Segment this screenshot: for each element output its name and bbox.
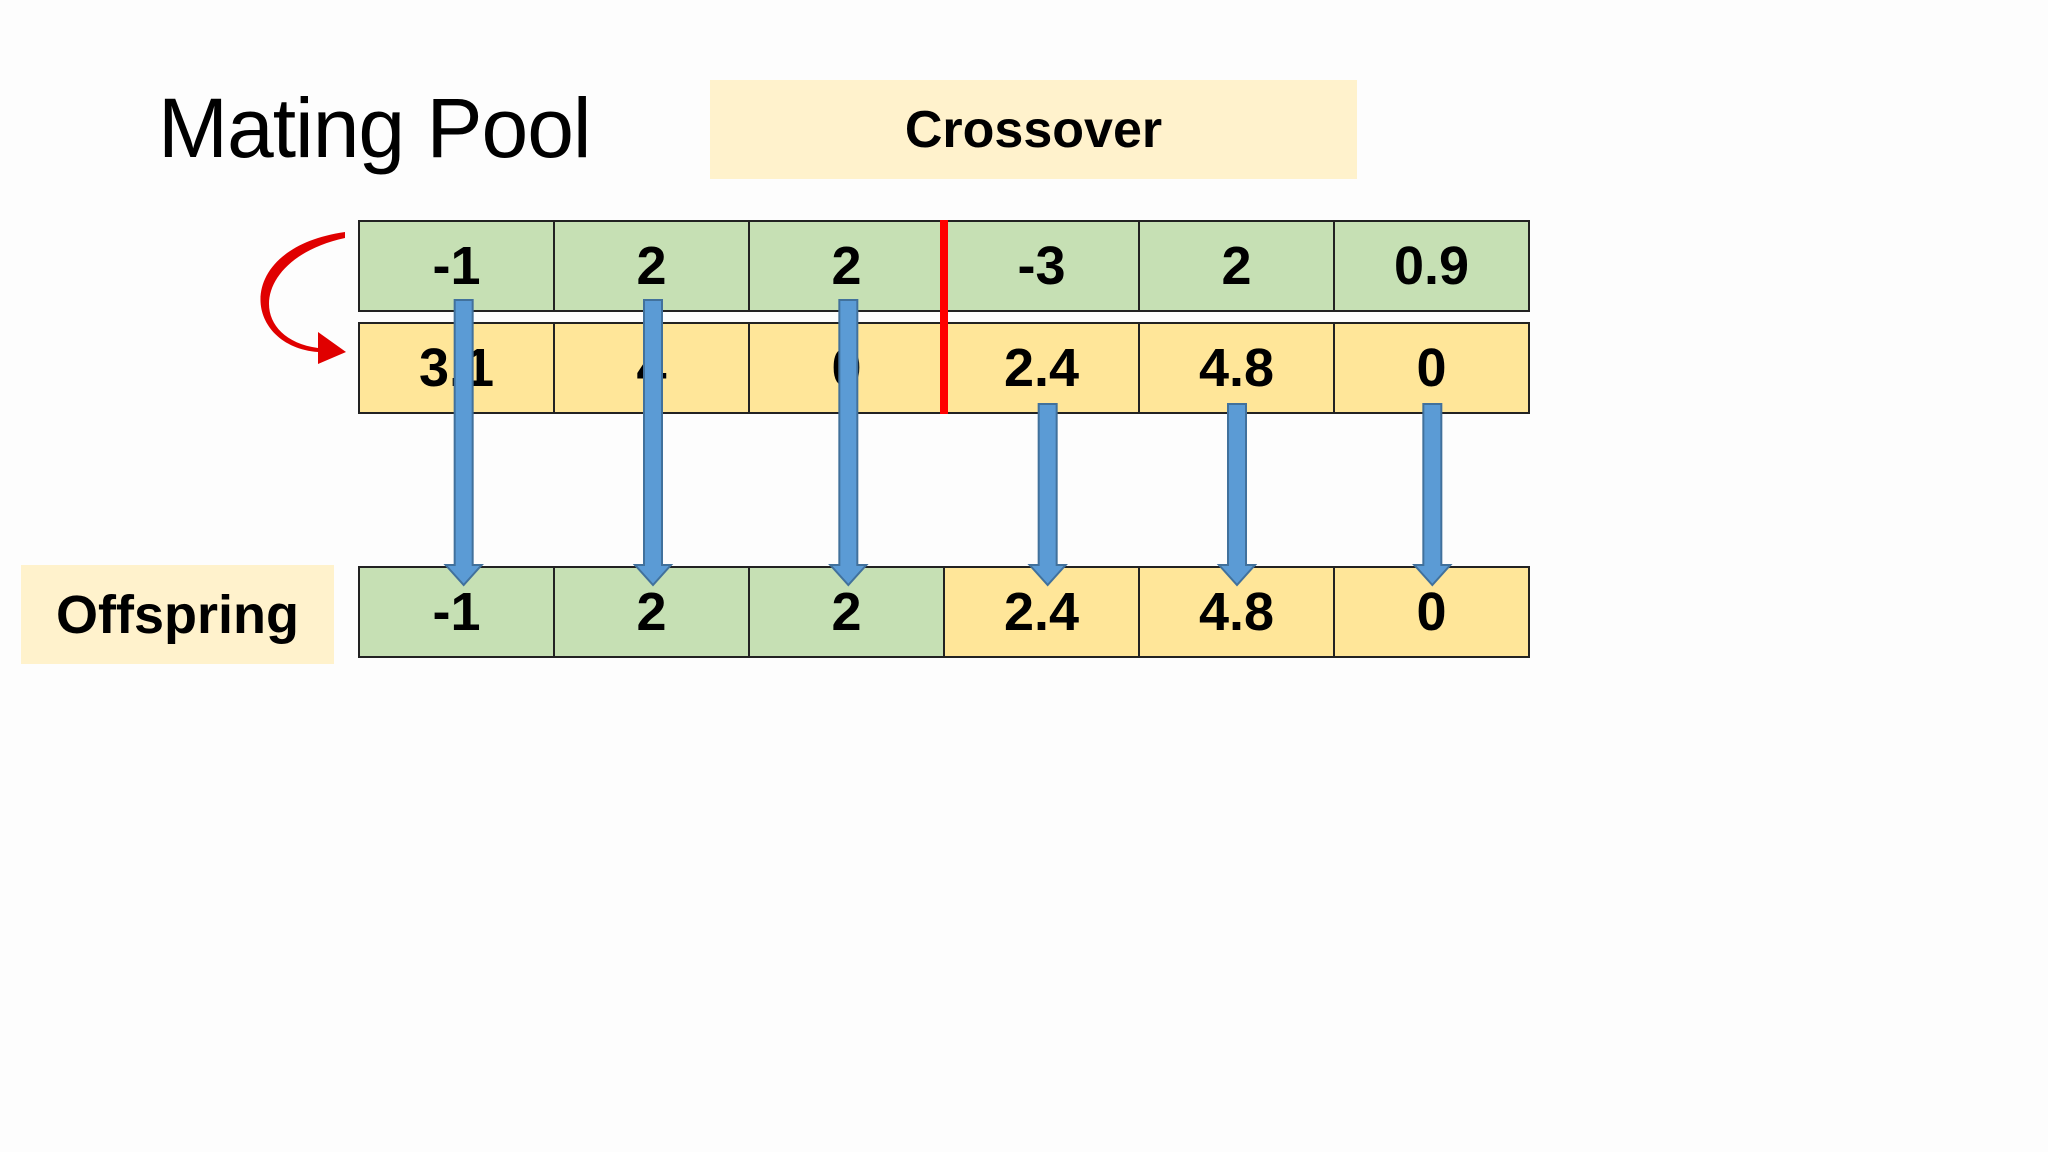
down-arrow-icon (828, 299, 869, 587)
crossover-label: Crossover (904, 100, 1163, 159)
parent1-gene: 2 (1140, 222, 1335, 310)
page-title: Mating Pool (158, 81, 592, 175)
parent1-gene: 2 (555, 222, 750, 310)
parent2-gene: 4.8 (1140, 324, 1335, 412)
crossover-label-box: Crossover (710, 80, 1357, 179)
down-arrow-icon (632, 299, 674, 587)
parent1-gene: 0.9 (1335, 222, 1528, 310)
parent1-gene: 2 (750, 222, 945, 310)
offspring-gene: 4.8 (1140, 568, 1335, 656)
down-arrow-icon (1412, 403, 1453, 587)
offspring-gene: 0 (1335, 568, 1528, 656)
down-arrow-icon (1216, 403, 1258, 587)
offspring-label: Offspring (56, 584, 299, 645)
parent1-gene: -1 (360, 222, 555, 310)
down-arrow-icon (443, 299, 484, 587)
offspring-label-box: Offspring (21, 565, 334, 664)
offspring-chromosome: -1 2 2 2.4 4.8 0 (358, 566, 1530, 658)
down-arrow-icon (1027, 403, 1068, 587)
parent1-chromosome: -1 2 2 -3 2 0.9 (358, 220, 1530, 312)
parent1-gene: -3 (945, 222, 1140, 310)
curved-swap-arrow-icon (260, 232, 346, 364)
transfer-arrows (443, 299, 1453, 587)
parent2-gene: 0 (1335, 324, 1528, 412)
parent2-gene: 2.4 (945, 324, 1140, 412)
offspring-gene: 2.4 (945, 568, 1140, 656)
offspring-gene: 2 (555, 568, 750, 656)
offspring-gene: -1 (360, 568, 555, 656)
